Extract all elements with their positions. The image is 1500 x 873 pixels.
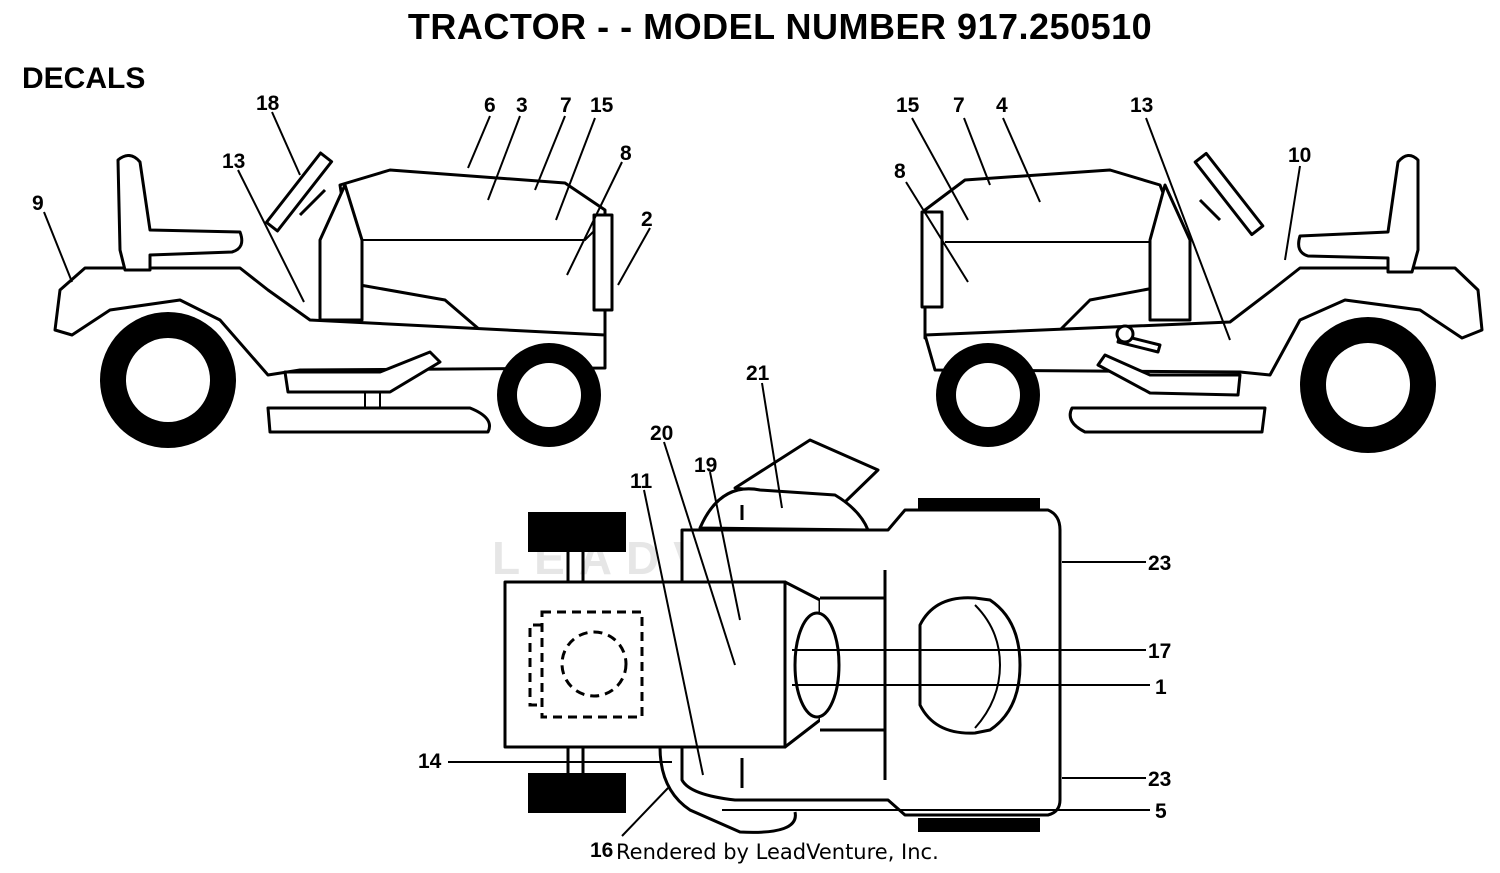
callout: 7: [953, 94, 965, 117]
callout: 2: [641, 208, 653, 231]
right-frame: [923, 266, 1484, 377]
top-front-right-tire: [528, 773, 626, 813]
page-title: TRACTOR - - MODEL NUMBER 917.250510: [407, 6, 1153, 47]
callout: 18: [256, 92, 280, 115]
callout: 17: [1148, 640, 1171, 663]
section-label: DECALS: [22, 62, 146, 95]
right-side-view: [905, 117, 1484, 453]
left-mower-deck: [266, 406, 491, 434]
callout: 20: [650, 422, 673, 445]
top-rear-right-tire: [918, 818, 1040, 832]
callout: 8: [894, 160, 906, 183]
right-hood: [923, 168, 1187, 340]
callout: 9: [32, 192, 44, 215]
top-view-callouts: 21 20 19 11 23 17 1 14 23 5 16: [418, 362, 1171, 862]
right-grille: [920, 210, 944, 309]
callout: 16: [590, 839, 613, 862]
top-view: [448, 382, 1150, 837]
right-mower-deck: [1068, 406, 1267, 434]
callout: 15: [896, 94, 920, 117]
callout: 15: [590, 94, 614, 117]
callout: 7: [560, 94, 572, 117]
left-seat: [116, 154, 244, 272]
callout: 8: [620, 142, 632, 165]
right-steering-wheel: [1193, 151, 1265, 237]
callout: 23: [1148, 552, 1171, 575]
callout: 3: [516, 94, 528, 117]
callout: 5: [1155, 800, 1167, 823]
callout: 23: [1148, 768, 1171, 791]
callout: 13: [1130, 94, 1153, 117]
callout: 21: [746, 362, 770, 385]
left-side-view: [43, 111, 651, 448]
left-steering-wheel: [264, 151, 334, 233]
callout: 10: [1288, 144, 1311, 167]
left-grille: [592, 213, 614, 312]
top-seat: [918, 596, 1022, 735]
callout: 13: [222, 150, 245, 173]
callout: 4: [996, 94, 1008, 117]
left-frame: [53, 266, 607, 377]
callout: 19: [694, 454, 717, 477]
right-seat: [1297, 154, 1420, 274]
right-view-callouts: 15 7 4 13 8 10: [894, 94, 1311, 183]
callout: 1: [1155, 676, 1167, 699]
callout: 14: [418, 750, 442, 773]
top-hood: [503, 580, 787, 749]
top-front-left-tire: [528, 512, 626, 552]
left-view-callouts: 18 6 3 7 15 8 13 9 2: [32, 92, 653, 231]
render-credit: Rendered by LeadVenture, Inc.: [616, 840, 939, 864]
callout: 6: [484, 94, 496, 117]
callout: 11: [630, 470, 653, 493]
